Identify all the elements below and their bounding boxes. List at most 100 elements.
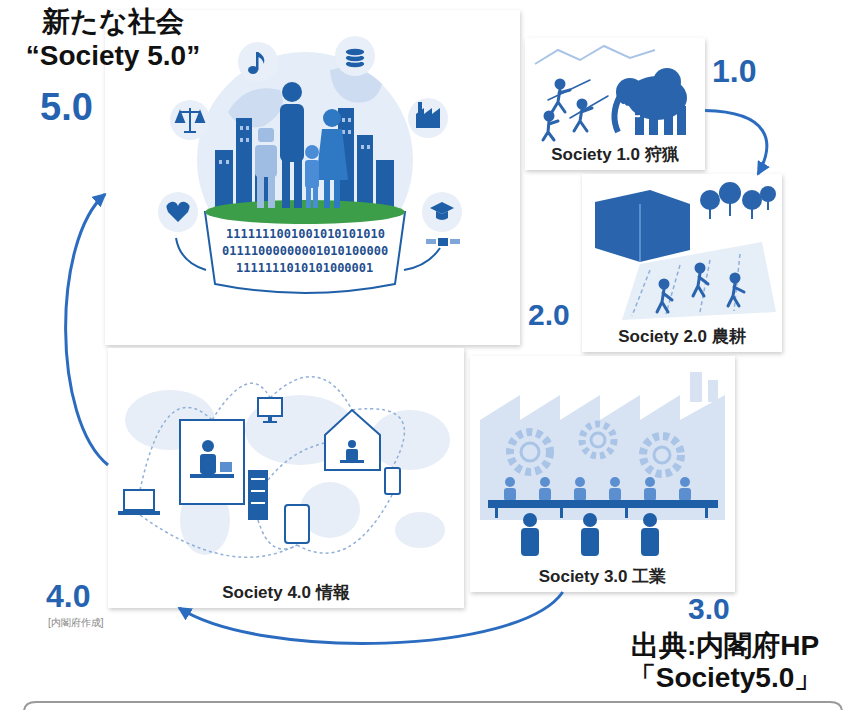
framed-worker xyxy=(180,420,244,504)
hunting-illustration xyxy=(535,46,687,140)
front-workers xyxy=(523,513,537,527)
field-rows xyxy=(666,265,680,314)
panel-caption: Society 4.0 情報 xyxy=(222,583,350,603)
farmer-figures xyxy=(657,264,744,312)
industry-illustration xyxy=(690,372,702,402)
industry-illustration xyxy=(708,380,718,402)
front-workers xyxy=(521,528,539,556)
society-panel: 新たな社会 “Society 5.0” xyxy=(105,10,520,345)
mammoth xyxy=(614,96,620,132)
building-windows xyxy=(226,160,229,164)
trees xyxy=(719,182,741,204)
gears xyxy=(510,432,550,472)
hunter-figures xyxy=(570,96,608,118)
people-figures xyxy=(268,176,275,208)
farming-illustration xyxy=(595,182,776,320)
icon-circles xyxy=(422,192,462,232)
back-workers xyxy=(645,477,655,487)
back-workers xyxy=(680,477,690,487)
building-windows xyxy=(246,126,249,130)
music-icon xyxy=(248,52,264,74)
mammoth xyxy=(624,104,640,116)
house xyxy=(340,460,364,463)
hunter-figures xyxy=(574,108,592,131)
satellite xyxy=(450,239,460,244)
conveyor-rollers xyxy=(560,508,563,518)
farming-illustration xyxy=(622,242,776,320)
binary-code: 1111111001001010101010 xyxy=(226,228,385,240)
field-rows xyxy=(632,254,740,316)
monitor xyxy=(258,398,282,416)
society-panel: Society 4.0 情報 xyxy=(108,348,464,608)
hunting-illustration xyxy=(535,46,655,64)
network-arcs xyxy=(140,377,404,558)
farmer-figures xyxy=(696,264,704,272)
panel-caption: Society 1.0 狩猟 xyxy=(551,145,679,165)
phone xyxy=(385,468,400,494)
monitor xyxy=(263,421,277,423)
people-figures xyxy=(258,128,274,142)
conveyor-rollers xyxy=(625,508,628,518)
stage-number: 3.0 xyxy=(688,594,730,624)
gears xyxy=(582,424,614,456)
globe-illustration xyxy=(176,238,206,270)
mammoth xyxy=(614,68,687,135)
hunter-figures xyxy=(543,121,558,140)
people-figures xyxy=(305,160,319,188)
source-caption: 出典:内閣府HP 「Society5.0」 xyxy=(605,630,845,694)
graduation-icon xyxy=(430,202,454,220)
phone xyxy=(385,468,400,494)
farmer-figures xyxy=(728,283,744,306)
people-figures xyxy=(255,82,348,208)
tablet xyxy=(285,505,309,543)
network-arcs xyxy=(140,515,297,557)
front-workers xyxy=(521,513,659,556)
farmer-figures xyxy=(731,274,739,282)
framed-worker xyxy=(202,440,214,452)
satellite xyxy=(438,238,448,246)
gears xyxy=(521,443,539,461)
front-workers xyxy=(641,528,659,556)
back-workers xyxy=(505,477,515,487)
globe-illustration xyxy=(205,212,405,293)
world-map xyxy=(395,512,445,548)
city-buildings xyxy=(357,135,373,212)
people-figures xyxy=(324,178,330,208)
people-figures xyxy=(305,145,319,159)
farmer-figures xyxy=(657,289,672,312)
mammoth xyxy=(635,108,644,135)
people-figures xyxy=(294,158,302,208)
building-windows xyxy=(342,118,345,122)
conveyor-rollers xyxy=(495,508,498,518)
cycle-arrow xyxy=(66,194,108,465)
back-workers xyxy=(539,488,551,501)
people-figures xyxy=(323,109,341,127)
stage-number: 1.0 xyxy=(712,55,756,87)
network-arcs xyxy=(297,495,392,553)
icon-circles xyxy=(238,42,278,82)
back-workers xyxy=(504,477,691,501)
laptop xyxy=(118,511,160,515)
trees xyxy=(700,182,776,219)
server xyxy=(248,470,268,520)
heart-icon xyxy=(167,202,190,222)
mammoth xyxy=(677,106,686,135)
hunter-figures xyxy=(552,89,570,112)
back-workers xyxy=(610,477,620,487)
scale-icon xyxy=(176,112,204,122)
people-figures xyxy=(255,145,277,177)
icon-circles xyxy=(335,36,375,76)
city-buildings xyxy=(215,108,394,212)
building-windows xyxy=(361,145,364,149)
conveyor-rollers xyxy=(705,508,708,518)
industry-illustration xyxy=(488,500,718,508)
globe-illustration xyxy=(197,52,413,268)
factory-icon xyxy=(418,102,422,114)
farming-illustration xyxy=(639,204,641,262)
satellite xyxy=(426,239,436,244)
globe-illustration xyxy=(404,248,440,270)
building-windows xyxy=(367,145,370,149)
back-workers xyxy=(504,488,516,501)
globe-illustration xyxy=(205,200,405,224)
house xyxy=(346,449,358,461)
